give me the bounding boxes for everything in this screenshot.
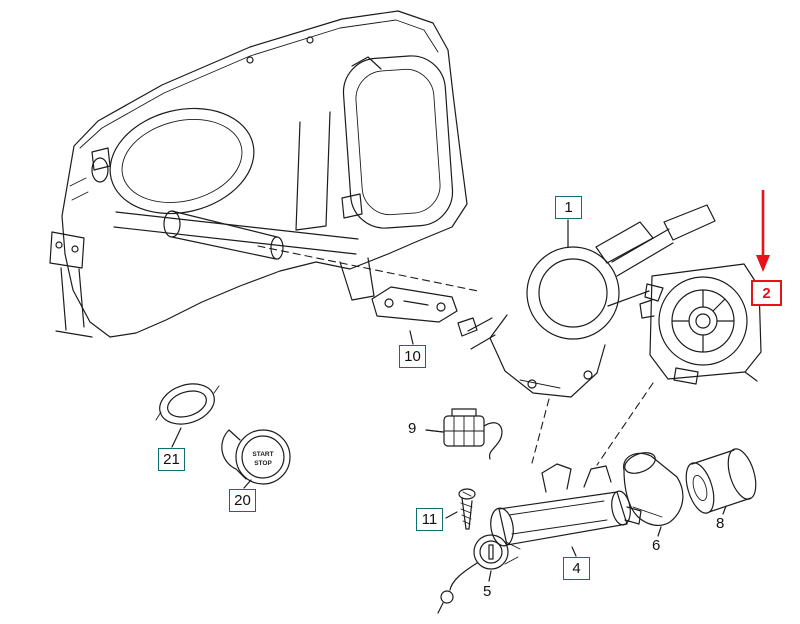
- callout-21[interactable]: 21: [158, 448, 185, 471]
- callout-10[interactable]: 10: [399, 345, 426, 368]
- dashboard-frame-art: [49, 10, 468, 338]
- assembly-alignment-dashed-lines: [257, 245, 654, 466]
- callout-9[interactable]: 9: [408, 420, 417, 437]
- callout-11[interactable]: 11: [416, 508, 443, 531]
- sleeve-art: [685, 448, 757, 515]
- start-stop-text-line2: STOP: [254, 460, 272, 467]
- connector-9-art: [425, 408, 503, 460]
- start-stop-button-art: START STOP: [221, 429, 291, 489]
- callout-6[interactable]: 6: [652, 537, 661, 554]
- callout-4[interactable]: 4: [563, 557, 590, 580]
- plain-label-leaders: [425, 429, 444, 433]
- callout-1[interactable]: 1: [555, 196, 582, 219]
- callout-5[interactable]: 5: [483, 583, 492, 600]
- ignition-lock-housing-art: [490, 463, 642, 557]
- steering-column-switch-art: [457, 204, 716, 398]
- screw-11-art: [445, 488, 476, 530]
- callout-20[interactable]: 20: [229, 489, 256, 512]
- cover-cap-art: [623, 452, 684, 537]
- trim-ring-21-art: [155, 383, 220, 448]
- start-stop-text-line1: START: [252, 451, 273, 458]
- bracket-10-art: [371, 286, 458, 345]
- highlight-arrow: [756, 190, 770, 272]
- clock-spring-art: [639, 263, 762, 385]
- callout-8[interactable]: 8: [716, 515, 725, 532]
- callout-2-highlighted[interactable]: 2: [751, 280, 782, 306]
- lock-cylinder-art: [437, 534, 521, 614]
